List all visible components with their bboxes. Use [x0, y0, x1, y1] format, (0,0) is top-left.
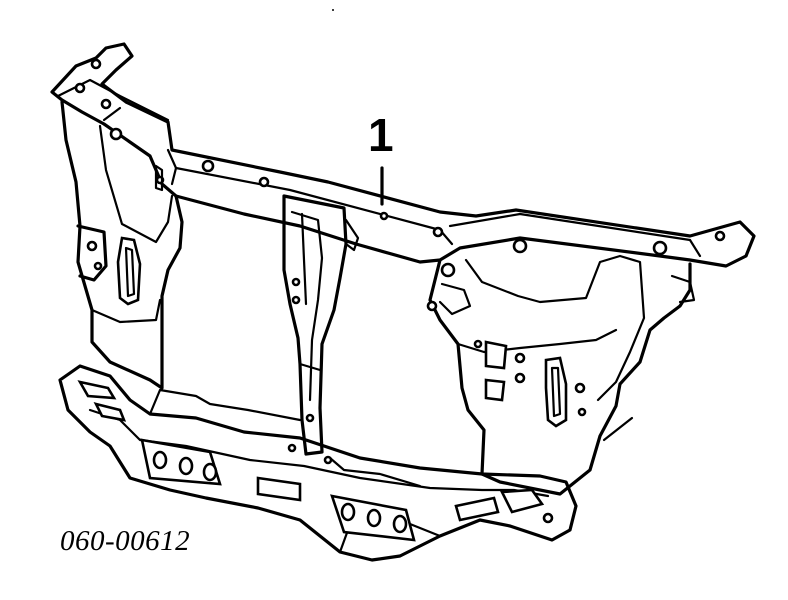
- upper-tie-bar: [50, 42, 756, 268]
- callout-number: 1: [368, 109, 394, 161]
- left-side-member: [60, 100, 184, 390]
- center-post: [282, 194, 360, 456]
- stray-mark: [332, 9, 334, 11]
- part-number-label: 060-00612: [60, 525, 191, 557]
- right-side-member: [426, 254, 696, 496]
- lower-cross-member: [58, 364, 578, 562]
